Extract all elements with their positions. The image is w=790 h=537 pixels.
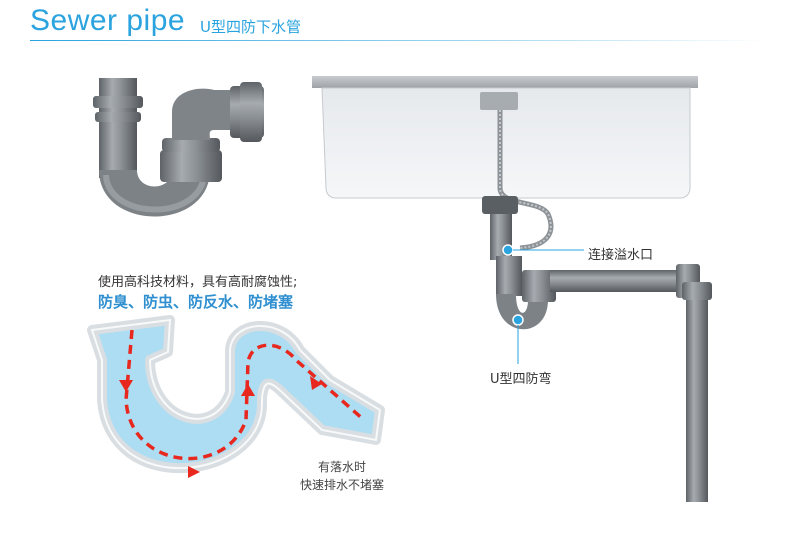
header-divider — [30, 40, 770, 41]
callout-trap-label: U型四防弯 — [490, 372, 552, 387]
sink-illustration — [312, 76, 712, 502]
flow-diagram — [87, 315, 385, 478]
arrow-down-icon — [119, 380, 133, 392]
header: Sewer pipe U型四防下水管 — [0, 0, 790, 44]
flow-note-line2: 快速排水不堵塞 — [300, 478, 385, 492]
feature-description: 使用高科技材料，具有高耐腐蚀性; — [98, 275, 298, 290]
arrow-up-icon — [241, 384, 255, 396]
page-title: Sewer pipe — [30, 4, 186, 37]
arrow-right-icon — [310, 376, 322, 390]
arrow-right-icon — [188, 466, 200, 478]
feature-highlights: 防臭、防虫、防反水、防堵塞 — [98, 293, 294, 311]
flow-note-line1: 有落水时 — [318, 460, 367, 474]
page-subtitle: U型四防下水管 — [200, 18, 301, 36]
u-trap-photo — [93, 78, 264, 217]
callout-overflow-label: 连接溢水口 — [588, 248, 654, 263]
